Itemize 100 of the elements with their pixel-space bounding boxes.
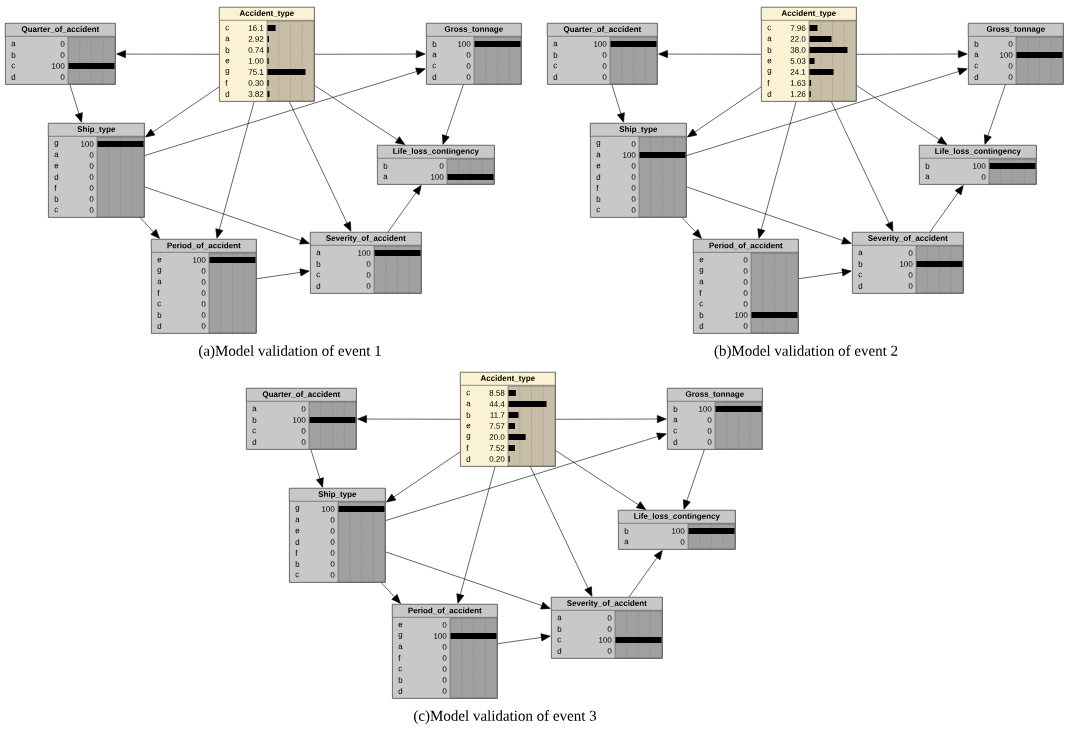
probability-value: 0 [607, 648, 612, 654]
probability-value: 0 [602, 74, 607, 80]
probability-value: 0 [201, 290, 206, 296]
state-label: a [54, 152, 59, 158]
state-label: a [767, 36, 772, 42]
state-label: b [157, 312, 162, 318]
state-label: d [54, 174, 59, 180]
probability-value: 0 [743, 268, 748, 274]
arrow [310, 449, 324, 488]
node-title: Life_loss_contingency [618, 510, 736, 524]
probability-value: 100 [672, 528, 685, 534]
state-label: c [466, 390, 470, 396]
state-label: e [767, 58, 772, 64]
state-label: f [466, 445, 469, 451]
state-label: a [925, 174, 930, 180]
probability-value: 0 [201, 301, 206, 307]
probability-value: 0 [201, 323, 206, 329]
state-label: g [157, 268, 162, 274]
state-label: b [925, 163, 930, 169]
state-label: a [157, 279, 162, 285]
state-label: b [432, 41, 437, 47]
probability-value: 100 [293, 417, 306, 423]
node-title: Ship_type [289, 488, 386, 502]
arrow [381, 582, 401, 604]
state-label: a [858, 250, 863, 256]
probability-value: 0 [89, 207, 94, 213]
probability-value: 7.52 [489, 445, 505, 451]
arrow [984, 84, 1006, 145]
state-label: g [596, 141, 601, 147]
node-title: Period_of_accident [392, 604, 498, 618]
probability-value: 5.03 [790, 58, 806, 64]
probability-value: 0 [442, 677, 447, 683]
probability-value: 0 [442, 644, 447, 650]
state-label: b [466, 412, 471, 418]
state-label: d [295, 539, 300, 545]
state-label: a [673, 417, 678, 423]
state-label: c [974, 63, 978, 69]
state-label: g [398, 633, 403, 639]
state-label: d [225, 91, 230, 97]
probability-value: 0 [301, 406, 306, 412]
state-label: f [767, 80, 770, 86]
probability-value: 100 [735, 312, 748, 318]
state-label: d [553, 74, 558, 80]
probability-value: 44.4 [489, 401, 505, 407]
state-label: f [225, 80, 228, 86]
state-label: c [699, 301, 703, 307]
state-label: b [225, 47, 230, 53]
probability-value: 0 [743, 279, 748, 285]
probability-value: 0 [366, 261, 371, 267]
arrow [215, 101, 255, 239]
probability-value: 0 [89, 174, 94, 180]
state-label: a [699, 279, 704, 285]
probability-value: 0 [466, 74, 471, 80]
probability-value: 0 [60, 41, 65, 47]
probability-value: 22.0 [790, 36, 806, 42]
state-label: g [225, 69, 230, 75]
probability-value: 0 [607, 626, 612, 632]
state-label: g [466, 434, 471, 440]
state-label: b [699, 312, 704, 318]
state-label: d [398, 688, 403, 694]
probability-value: 0 [201, 279, 206, 285]
arrow [929, 185, 964, 233]
node-title: Life_loss_contingency [377, 145, 495, 159]
probability-value: 0 [466, 63, 471, 69]
state-label: f [699, 290, 702, 296]
arrow [856, 85, 948, 145]
probability-value: 1.26 [790, 91, 806, 97]
state-label: b [316, 261, 321, 267]
state-label: d [466, 456, 471, 462]
probability-value: 75.1 [248, 69, 264, 75]
state-label: c [225, 25, 229, 31]
arrow [555, 450, 647, 510]
node-title: Accident_type [460, 372, 556, 386]
arrow [497, 633, 551, 644]
probability-value: 0 [60, 74, 65, 80]
state-label: b [596, 196, 601, 202]
probability-value: 0 [981, 174, 986, 180]
state-label: b [767, 47, 772, 53]
arrow [256, 268, 310, 280]
probability-value: 0 [1008, 63, 1013, 69]
probability-value: 100 [434, 633, 447, 639]
arrow [683, 449, 705, 510]
state-label: f [54, 185, 57, 191]
probability-value: 0 [631, 141, 636, 147]
state-label: d [596, 174, 601, 180]
probability-value: 100 [431, 174, 444, 180]
probability-value: 0 [602, 52, 607, 58]
state-label: e [54, 163, 59, 169]
state-label: b [557, 626, 562, 632]
arrow [140, 217, 160, 239]
probability-value: 16.1 [248, 25, 264, 31]
node-title: Ship_type [48, 123, 145, 137]
probability-value: 0 [330, 561, 335, 567]
arrow [386, 451, 461, 503]
probability-value: 38.0 [790, 47, 806, 53]
state-label: b [383, 163, 388, 169]
state-label: e [295, 528, 300, 534]
state-label: d [557, 648, 562, 654]
state-label: e [466, 423, 471, 429]
arrow [385, 432, 667, 521]
